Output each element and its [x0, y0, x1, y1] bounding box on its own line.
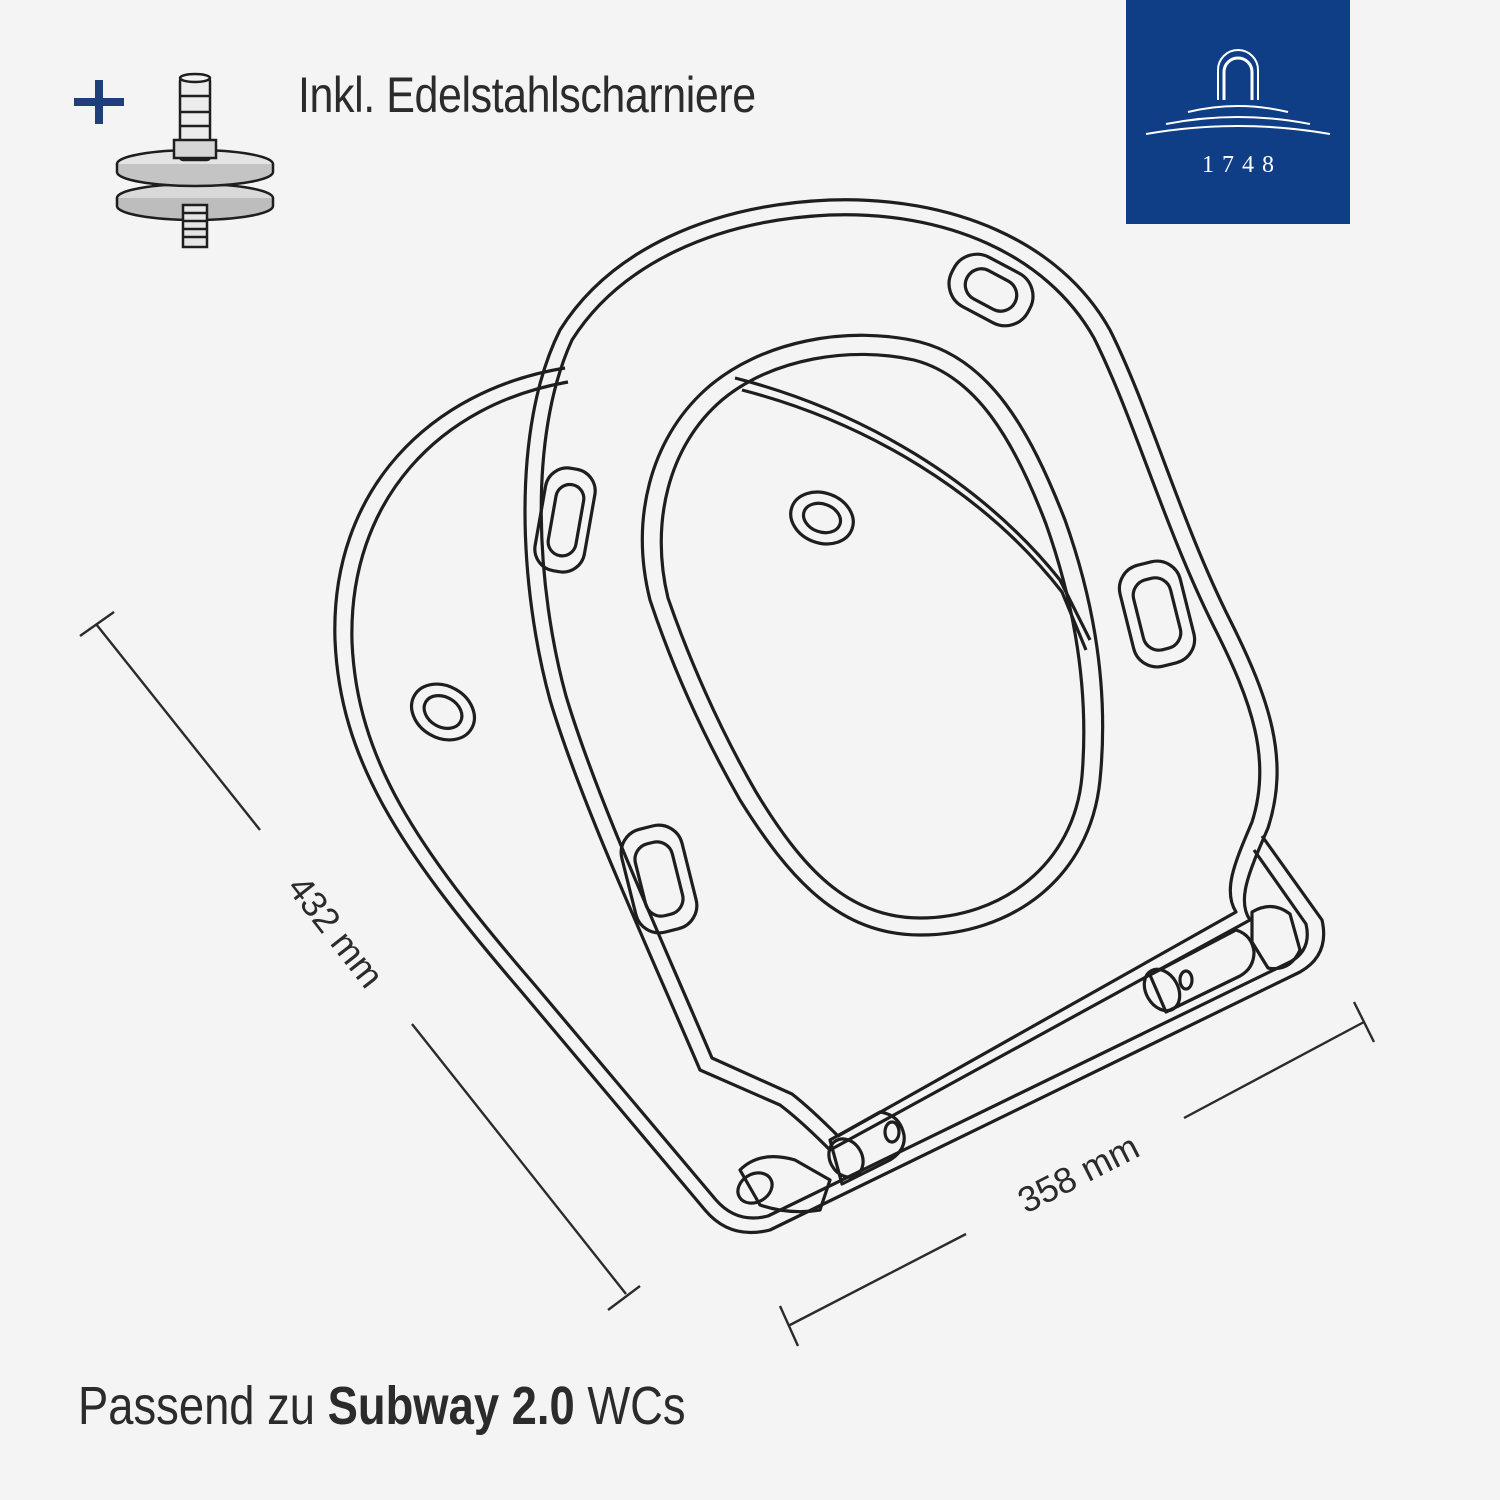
lid-outline [333, 366, 1326, 1235]
buffer-left-upper [533, 466, 597, 574]
brand-logo: 1748 [1126, 0, 1350, 224]
buffer-right [1117, 559, 1197, 669]
buffer-top-right [947, 252, 1035, 328]
seat-opening [640, 333, 1105, 937]
hinge-label: Inkl. Edelstahlscharniere [298, 67, 756, 123]
fountain-icon [1145, 49, 1331, 135]
width-dimension-label: 358 mm [1011, 1126, 1145, 1222]
dimension-lines [79, 611, 1376, 1347]
hinge-left [736, 1110, 906, 1214]
hinge-right [1142, 904, 1302, 1014]
length-dimension-label: 432 mm [280, 868, 392, 996]
compatibility-label: Passend zu Subway 2.0 WCs [78, 1375, 686, 1437]
compatibility-prefix: Passend zu [78, 1376, 328, 1436]
logo-year: 1748 [1202, 152, 1282, 178]
compatibility-suffix: WCs [574, 1376, 686, 1436]
model-name: Subway 2.0 [327, 1376, 575, 1436]
seat-outline [523, 198, 1279, 1152]
buffer-left-lower [619, 823, 699, 935]
plus-icon [74, 80, 124, 124]
